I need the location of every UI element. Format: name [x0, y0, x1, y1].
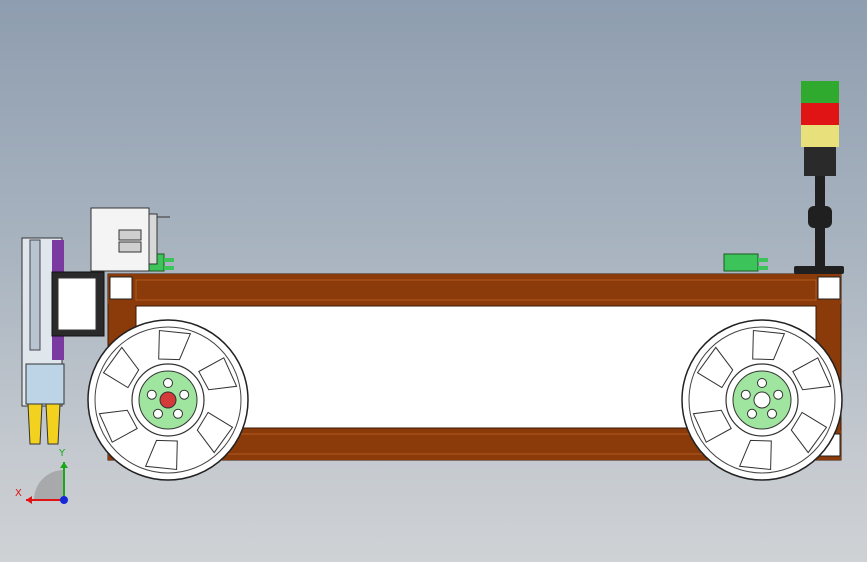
- motor-face: [57, 277, 97, 331]
- wheel-spoke-slot: [792, 357, 832, 391]
- tower-neck: [804, 146, 836, 176]
- wheel-right[interactable]: [681, 319, 843, 481]
- wheel-spoke-slot: [738, 439, 772, 471]
- yellow-light: [801, 125, 839, 147]
- hub-bolt: [747, 408, 757, 419]
- coordinate-triad-icon: X Y: [15, 448, 68, 504]
- gripper-jaw-left: [27, 403, 43, 445]
- x-axis-label: X: [15, 488, 22, 499]
- terminal-pin: [758, 266, 768, 270]
- wheel-spoke-slot: [196, 411, 234, 454]
- hub-bolt: [163, 378, 173, 388]
- gripper-jaw-right: [45, 403, 61, 445]
- rail-carriage: [29, 239, 41, 351]
- wheel-spoke-slot: [198, 357, 238, 391]
- wheel-spoke-slot: [692, 409, 732, 443]
- hub-bolt: [767, 408, 777, 419]
- control-box-port: [118, 229, 142, 241]
- wheel-spoke-slot: [144, 439, 178, 471]
- hub-bolt: [179, 389, 190, 400]
- hub-bolt: [773, 389, 784, 400]
- axle: [159, 391, 177, 409]
- wheel-spoke-slot: [790, 411, 828, 454]
- corner-bracket-tl: [109, 276, 133, 300]
- control-box[interactable]: [90, 207, 170, 272]
- wheel-spoke-slot: [752, 329, 786, 361]
- connector-right[interactable]: [723, 253, 768, 272]
- signal-tower[interactable]: [794, 81, 844, 274]
- axle: [753, 391, 771, 409]
- terminal-block: [723, 253, 759, 272]
- gripper-body: [25, 363, 65, 405]
- hub-bolt: [740, 389, 751, 400]
- wheel-spoke-slot: [158, 329, 192, 361]
- top-beam-groove: [135, 279, 817, 301]
- wheel-spoke-slot: [696, 346, 734, 389]
- red-light: [801, 103, 839, 125]
- triad-disc: [34, 470, 64, 500]
- control-box-side: [148, 213, 158, 265]
- wheel-spoke-slot: [102, 346, 140, 389]
- wheel-spoke-slot: [98, 409, 138, 443]
- terminal-pin: [164, 266, 174, 270]
- tire-rim: [94, 326, 242, 474]
- hub-bolt: [757, 378, 767, 388]
- terminal-pin: [758, 258, 768, 262]
- top-beam: [108, 274, 841, 304]
- y-axis-head: [60, 462, 68, 468]
- tower-base: [794, 266, 844, 274]
- z-axis-dot: [60, 496, 68, 504]
- hub-bolt: [173, 408, 183, 419]
- wheel-left[interactable]: [87, 319, 249, 481]
- corner-bracket-tr: [817, 276, 841, 300]
- terminal-pin: [164, 258, 174, 262]
- y-axis-label: Y: [58, 448, 66, 459]
- tower-joint: [808, 206, 832, 228]
- green-light: [801, 81, 839, 103]
- gripper-assembly[interactable]: [21, 237, 105, 445]
- hub-bolt: [153, 408, 163, 419]
- tire-rim: [688, 326, 836, 474]
- control-box-port: [118, 241, 142, 253]
- x-axis-head: [26, 496, 32, 504]
- hub-bolt: [146, 389, 157, 400]
